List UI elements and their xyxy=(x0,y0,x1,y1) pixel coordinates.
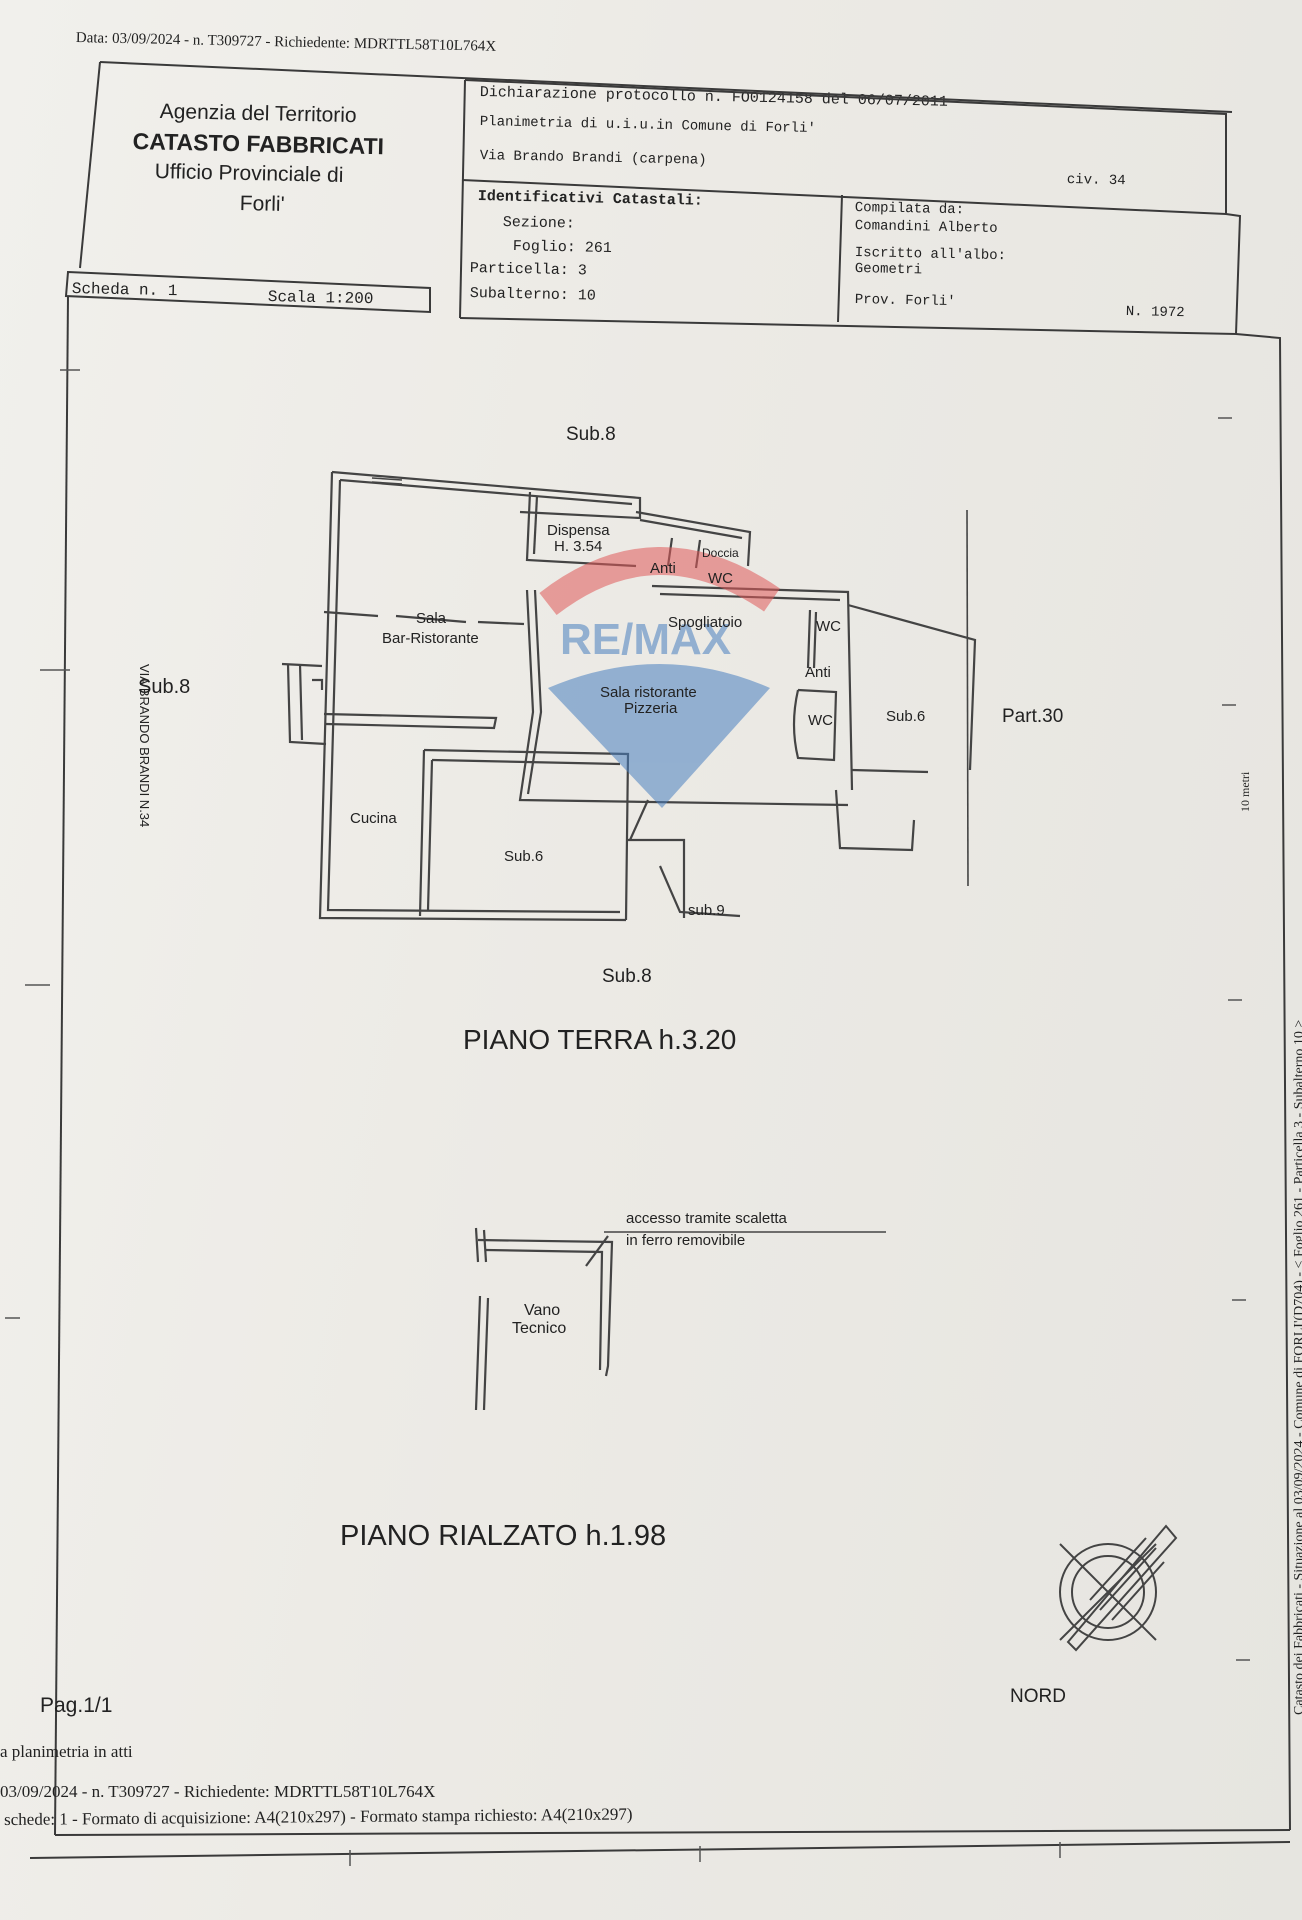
label-doccia: Doccia xyxy=(702,546,739,560)
side-scale-note: 10 metri xyxy=(1238,771,1252,812)
remax-watermark: RE/MAX xyxy=(539,547,780,808)
label-sub8-left: Sub.8 xyxy=(138,676,191,698)
floor-title-ground: PIANO TERRA h.3.20 xyxy=(463,1024,737,1055)
label-access-2: in ferro removibile xyxy=(626,1232,746,1249)
north-arrow-icon xyxy=(1059,1524,1178,1652)
floor-title-raised: PIANO RIALZATO h.1.98 xyxy=(340,1520,667,1552)
page-frame-left xyxy=(54,295,69,1836)
watermark-text: RE/MAX xyxy=(560,615,731,664)
label-nord: NORD xyxy=(1010,1686,1066,1707)
page-frame-right xyxy=(1235,333,1291,1831)
raised-floor-walls xyxy=(474,1227,886,1411)
label-anti-1: Anti xyxy=(650,560,676,577)
label-bar-ristorante: Bar-Ristorante xyxy=(382,630,479,647)
label-wc-3: WC xyxy=(808,712,833,729)
page-number: Pag.1/1 xyxy=(40,1694,113,1717)
label-cucina: Cucina xyxy=(350,810,397,827)
label-sala: Sala xyxy=(416,610,447,627)
scheda-box xyxy=(64,270,431,314)
label-sub6-bottom: Sub.6 xyxy=(504,848,544,865)
label-sub9: sub.9 xyxy=(688,902,725,919)
label-sala-ristorante: Sala ristorante xyxy=(600,684,697,701)
header-left-line xyxy=(79,61,101,269)
page-frame-bottom xyxy=(54,1829,1291,1836)
label-spogliatoio: Spogliatoio xyxy=(668,614,743,631)
label-sub6-right: Sub.6 xyxy=(886,708,926,725)
label-wc-2: WC xyxy=(816,618,841,635)
label-access-1: accesso tramite scaletta xyxy=(626,1210,787,1227)
footer-note-2: 03/09/2024 - n. T309727 - Richiedente: M… xyxy=(0,1782,436,1801)
label-wc-1: WC xyxy=(708,570,733,587)
label-street-vertical: VIA BRANDO BRANDI N.34 xyxy=(137,664,152,828)
label-part30: Part.30 xyxy=(1002,706,1064,727)
label-pizzeria: Pizzeria xyxy=(624,700,678,717)
label-anti-2: Anti xyxy=(805,664,831,681)
declaration-frame xyxy=(459,79,1242,336)
side-note: Catasto dei Fabbricati - Situazione al 0… xyxy=(1292,1020,1302,1715)
label-vano: Vano xyxy=(524,1302,561,1319)
label-sub8-bottom: Sub.8 xyxy=(602,966,652,987)
label-dispensa-height: H. 3.54 xyxy=(554,538,603,555)
label-tecnico: Tecnico xyxy=(512,1320,567,1337)
header-top-line xyxy=(99,61,1233,113)
footer-note-1: a planimetria in atti xyxy=(0,1742,133,1761)
label-sub8-top: Sub.8 xyxy=(566,424,616,445)
margin-ticks xyxy=(5,369,1250,1866)
label-dispensa: Dispensa xyxy=(547,522,610,539)
